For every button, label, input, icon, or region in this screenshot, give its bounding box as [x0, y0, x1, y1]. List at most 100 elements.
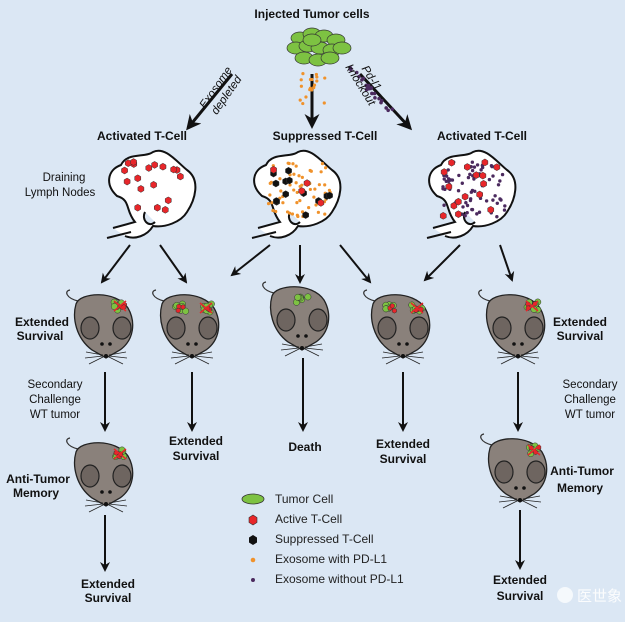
tumor-cell [302, 33, 322, 47]
active-tcell [170, 165, 177, 174]
active-tcell [493, 163, 501, 171]
exosome-pdl1 [323, 76, 327, 80]
exosome-pdl1 [294, 164, 298, 168]
exosome-pdl1 [278, 177, 282, 181]
secondary-challenge-text: Challenge [29, 394, 81, 406]
exosome-no-pdl1 [369, 85, 374, 90]
exosome-no-pdl1 [442, 177, 446, 181]
exosome-pdl1 [308, 88, 312, 92]
suppressed-tcell [272, 179, 280, 188]
secondary-challenge-text: Challenge [564, 394, 616, 406]
lymph-label: Draining [43, 172, 86, 184]
exosome-no-pdl1 [502, 208, 507, 212]
active-tcell [154, 203, 161, 212]
exosome-no-pdl1 [464, 200, 468, 205]
active-tcell [164, 196, 172, 205]
exosome-no-pdl1 [495, 201, 499, 206]
active-tcell [159, 162, 167, 171]
outcome-text: Extended [81, 577, 135, 591]
exosome-no-pdl1 [479, 168, 483, 172]
active-tcell [487, 206, 495, 214]
legend-label: Exosome without PD-L1 [275, 572, 404, 586]
exosome-pdl1 [300, 175, 304, 179]
active-tcell [303, 179, 311, 187]
active-tcell [134, 174, 142, 183]
exosome-no-pdl1 [373, 96, 377, 100]
exosome-no-pdl1 [484, 199, 489, 203]
rejected-tumor-x-icon [199, 302, 213, 314]
exosome-pdl1 [290, 212, 295, 216]
exosome-no-pdl1 [466, 175, 471, 180]
legend-suppressed-tcell-symbol [249, 535, 257, 545]
exosome-pdl1 [281, 201, 285, 205]
legend: Tumor Cell Active T-Cell Suppressed T-Ce… [241, 492, 404, 586]
active-tcell [298, 187, 306, 195]
legend-label: Exosome with PD-L1 [275, 552, 387, 566]
suppressed-tcell [326, 191, 333, 200]
rejected-tumor-x-icon [525, 300, 539, 312]
outcome-text: Survival [557, 329, 604, 343]
active-tcell [130, 158, 137, 166]
secondary-challenge-text: WT tumor [565, 409, 615, 421]
exosome-no-pdl1 [495, 215, 499, 219]
secondary-challenge-text: WT tumor [30, 409, 80, 421]
exosome-pdl1 [270, 201, 274, 205]
tumor-cell [320, 51, 340, 65]
outcome-text: Extended [15, 315, 69, 329]
mouse-exosome-depleted-2 [152, 289, 220, 365]
active-tcell [123, 177, 131, 186]
exosome-no-pdl1 [475, 212, 479, 216]
exosome-no-pdl1 [354, 70, 359, 75]
exosome-pdl1 [271, 208, 275, 213]
exosome-pdl1 [294, 181, 298, 185]
exosome-no-pdl1 [390, 107, 395, 111]
exosome-no-pdl1 [491, 174, 495, 178]
exosome-pdl1 [324, 166, 328, 170]
exosome-no-pdl1 [441, 185, 445, 189]
exosome-pdl1 [295, 190, 299, 195]
exosome-no-pdl1 [442, 203, 446, 207]
suppressed-tcell [302, 211, 309, 219]
tumor-cell [304, 293, 312, 301]
outcome-text: Survival [497, 589, 544, 603]
active-tcell [476, 190, 483, 199]
header-activated-left: Activated T-Cell [97, 129, 187, 143]
legend-label: Tumor Cell [275, 492, 333, 506]
active-tcell [317, 199, 325, 207]
rejected-tumor-x-icon [527, 444, 541, 456]
exosome-pdl1 [327, 188, 332, 192]
secondary-challenge-text: Secondary [28, 379, 83, 391]
active-tcell [439, 212, 447, 220]
exosome-no-pdl1 [456, 189, 461, 193]
legend-label: Active T-Cell [275, 512, 342, 526]
mouse-rechallenge-right [480, 433, 548, 509]
exosome-no-pdl1 [503, 204, 507, 208]
exosome-pdl1 [285, 210, 290, 214]
active-tcell [391, 307, 397, 314]
watermark-logo-icon [557, 587, 573, 603]
exosome-pdl1 [322, 101, 326, 105]
active-tcell [481, 158, 489, 167]
exosome-no-pdl1 [457, 173, 461, 178]
exosome-no-pdl1 [461, 205, 465, 209]
outcome-death: Death [288, 440, 321, 454]
outcome-text: Extended [169, 434, 223, 448]
arrows-down [100, 358, 525, 572]
exosome-no-pdl1 [487, 177, 492, 182]
exosome-no-pdl1 [500, 172, 505, 177]
exosome-no-pdl1 [361, 76, 366, 81]
outcome-text: Survival [17, 329, 64, 343]
exosome-no-pdl1 [357, 74, 361, 79]
outcome-text: Survival [85, 591, 132, 605]
exosome-pdl1 [274, 209, 278, 214]
active-tcell [461, 192, 469, 201]
rejected-tumor-x-icon [113, 300, 127, 312]
exosome-pdl1 [268, 181, 272, 185]
active-tcell [151, 161, 158, 169]
exosome-pdl1 [299, 84, 303, 88]
exosome-no-pdl1 [498, 179, 502, 183]
exosome-pdl1 [308, 77, 313, 82]
outcome-text: Extended [376, 437, 430, 451]
outcome-text: Extended [553, 315, 607, 329]
exosome-pdl1 [314, 72, 319, 77]
